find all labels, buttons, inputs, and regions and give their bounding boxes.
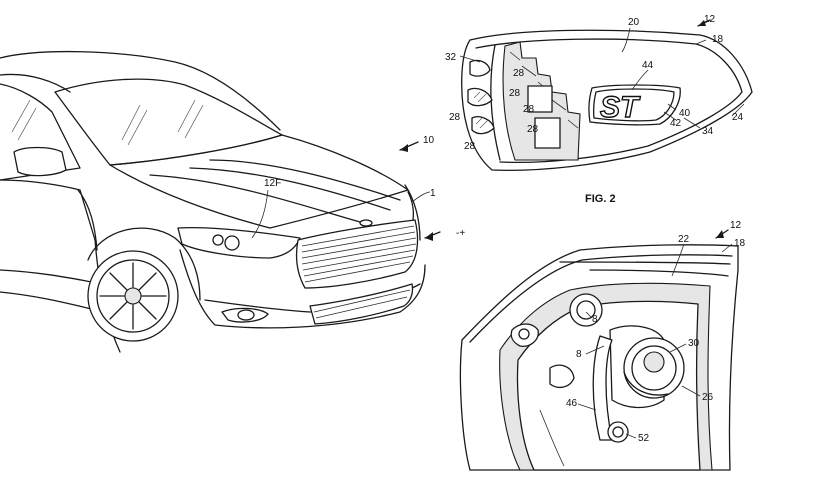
fig2-ref-34: 34: [702, 126, 714, 137]
fig2-ref-12: 12: [704, 14, 716, 25]
detail-ref-52: 52: [638, 433, 650, 444]
fig2-ref-44: 44: [642, 60, 654, 71]
fig2-ref-18: 18: [712, 34, 724, 45]
fig2-lamp-assembly: ST 20 12 18 32 44 28 28 28 28 28 28 40 4…: [445, 14, 753, 205]
fig2-ref-28a: 28: [513, 68, 525, 79]
detail-ref-22: 22: [678, 234, 690, 245]
lamp-rear-view: 22 12 18 8 8 30 26 46 52: [459, 220, 746, 471]
detail-ref-8a: 8: [592, 314, 598, 325]
fig2-ref-20: 20: [628, 17, 640, 28]
ref-1-label: 1: [430, 188, 436, 199]
ref-10-label: 10: [423, 135, 435, 146]
detail-ref-30: 30: [688, 338, 700, 349]
detail-ref-12: 12: [730, 220, 742, 231]
detail-ref-8b: 8: [576, 349, 582, 360]
detail-ref-46: 46: [566, 398, 578, 409]
fig2-ref-40: 40: [679, 108, 691, 119]
figure-caption: FIG. 2: [585, 193, 616, 205]
fig2-ref-24: 24: [732, 112, 744, 123]
ref-12f-label: 12F: [264, 178, 281, 189]
detail-ref-26: 26: [702, 392, 714, 403]
car-front-view: -+ 10 12F 1: [0, 50, 465, 353]
svg-text:-+: -+: [456, 228, 465, 239]
fig2-ref-42: 42: [670, 118, 682, 129]
fig2-ref-32: 32: [445, 52, 457, 63]
fig2-ref-28d: 28: [449, 112, 461, 123]
fig2-ref-28e: 28: [527, 124, 539, 135]
lower-fastener: [607, 421, 629, 443]
st-emblem-text: ST: [600, 91, 641, 124]
st-emblem-plate: [588, 84, 681, 126]
fig2-ref-28c: 28: [523, 104, 535, 115]
detail-ref-18: 18: [734, 238, 746, 249]
grille-emblem: [359, 219, 373, 227]
fig2-ref-28b: 28: [509, 88, 521, 99]
fig2-ref-28f: 28: [464, 141, 476, 152]
